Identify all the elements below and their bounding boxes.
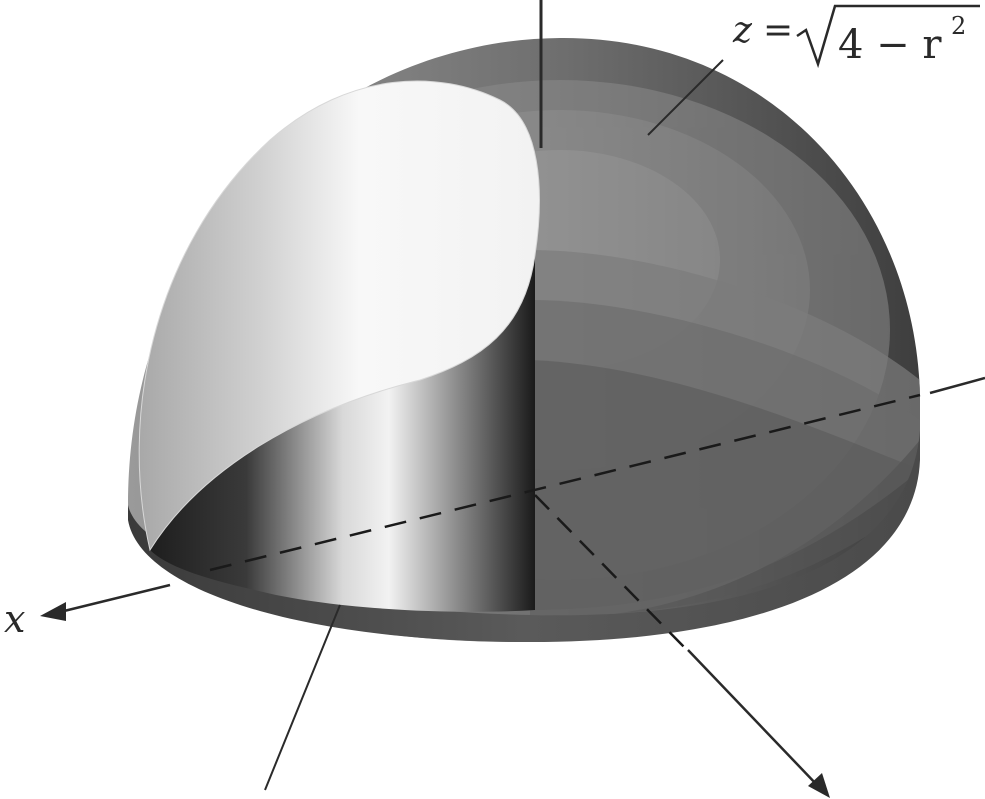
x-axis-line [59,583,171,614]
y-axis-outer [929,376,985,395]
cylinder-wall [150,255,535,612]
radical-sign-icon [796,4,980,69]
surface-equation: z = 4 − r 2 [732,4,980,69]
bottom-leader-line [264,604,341,791]
equation-lhs: z [732,10,753,51]
equation-equals: = [763,10,793,51]
y-axis-dashed [209,393,921,572]
equation-leader-line [647,59,724,136]
equation-radicand: 4 − r [838,22,942,68]
y-axis-arrow-line [687,649,819,787]
x-axis-arrow [40,602,66,621]
x-axis-dashed [534,494,686,649]
cylinder-top-cap [138,80,540,552]
x-axis-label: x [4,597,25,641]
y-axis-arrow [808,773,830,798]
equation-exponent: 2 [951,12,966,40]
